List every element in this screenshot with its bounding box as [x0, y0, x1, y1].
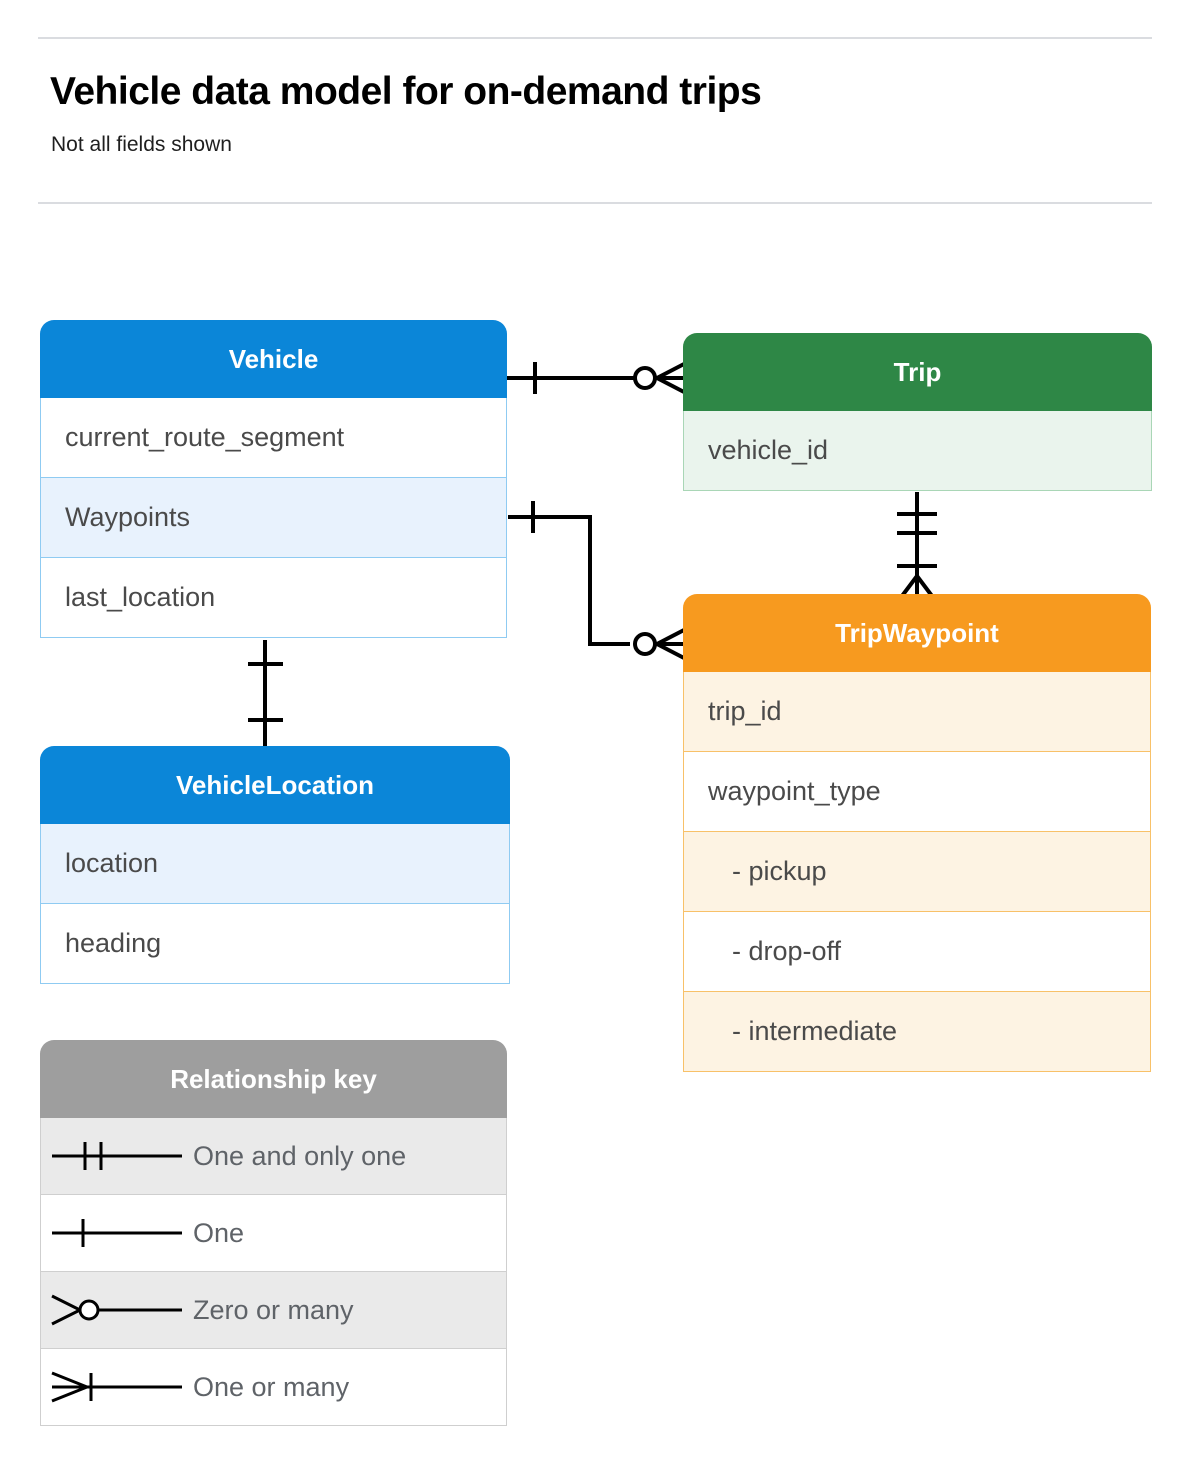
entity-vehicle-field-waypoints[interactable]: Waypoints — [40, 478, 507, 558]
legend-item-one-and-only-one[interactable]: One and only one — [40, 1118, 507, 1195]
connector-vehicle-trip — [505, 362, 685, 394]
entity-tripwaypoint-title: TripWaypoint — [683, 594, 1151, 672]
header-rule-bottom — [38, 202, 1152, 204]
page-title: Vehicle data model for on-demand trips — [50, 70, 762, 113]
legend-label-zero-or-many: Zero or many — [193, 1294, 354, 1325]
legend-title: Relationship key — [40, 1040, 507, 1118]
one-or-many-icon — [41, 1367, 193, 1407]
legend-item-zero-or-many[interactable]: Zero or many — [40, 1272, 507, 1349]
legend-label-one-or-many: One or many — [193, 1371, 350, 1402]
entity-trip-field-vehicle-id[interactable]: vehicle_id — [683, 411, 1152, 491]
entity-vehicle-field-last-location[interactable]: last_location — [40, 558, 507, 638]
header-rule-top — [38, 37, 1152, 39]
entity-tripwaypoint[interactable]: TripWaypoint trip_id waypoint_type - pic… — [683, 594, 1151, 1072]
connector-vehicle-vehiclelocation — [248, 640, 283, 748]
entity-tripwaypoint-enum-intermediate[interactable]: - intermediate — [683, 992, 1151, 1072]
legend-item-one-or-many[interactable]: One or many — [40, 1349, 507, 1426]
entity-trip-title: Trip — [683, 333, 1152, 411]
relationship-key-legend[interactable]: Relationship key One and only one One — [40, 1040, 507, 1426]
entity-vehicle-field-current-route-segment[interactable]: current_route_segment — [40, 398, 507, 478]
one-icon — [41, 1213, 193, 1253]
page-subtitle: Not all fields shown — [51, 133, 232, 156]
entity-tripwaypoint-field-trip-id[interactable]: trip_id — [683, 672, 1151, 752]
entity-tripwaypoint-enum-drop-off[interactable]: - drop-off — [683, 912, 1151, 992]
entity-vehiclelocation-field-heading[interactable]: heading — [40, 904, 510, 984]
entity-tripwaypoint-field-waypoint-type[interactable]: waypoint_type — [683, 752, 1151, 832]
legend-label-one: One — [193, 1217, 245, 1248]
entity-vehiclelocation[interactable]: VehicleLocation location heading — [40, 746, 510, 984]
entity-vehiclelocation-field-location[interactable]: location — [40, 824, 510, 904]
connector-trip-tripwaypoint — [897, 492, 937, 602]
legend-item-one[interactable]: One — [40, 1195, 507, 1272]
entity-vehiclelocation-title: VehicleLocation — [40, 746, 510, 824]
entity-tripwaypoint-enum-pickup[interactable]: - pickup — [683, 832, 1151, 912]
entity-vehicle-title: Vehicle — [40, 320, 507, 398]
one-and-only-one-icon — [41, 1136, 193, 1176]
zero-or-many-icon — [41, 1290, 193, 1330]
connector-waypoints-tripwaypoint — [508, 501, 685, 660]
entity-trip[interactable]: Trip vehicle_id — [683, 333, 1152, 491]
legend-label-one-and-only-one: One and only one — [193, 1140, 407, 1171]
entity-vehicle[interactable]: Vehicle current_route_segment Waypoints … — [40, 320, 507, 638]
